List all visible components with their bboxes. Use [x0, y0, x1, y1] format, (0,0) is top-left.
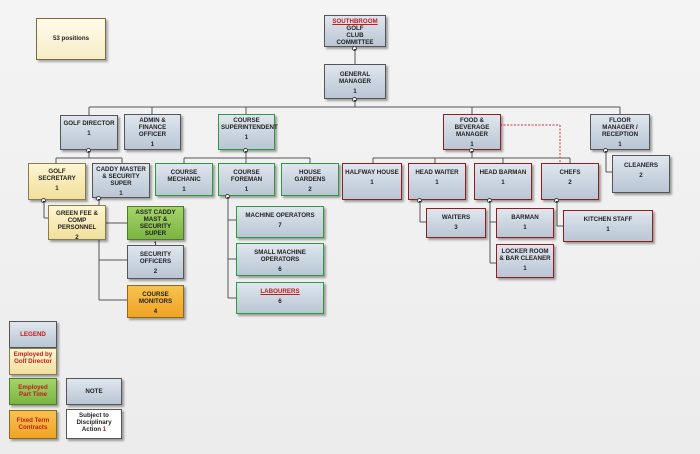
positions-count-label: 53 positions: [52, 35, 90, 42]
legend-part-time: Employed Part Time: [9, 378, 57, 405]
course-super-collapse-icon[interactable]: [243, 148, 248, 153]
head-barman-box: HEAD BARMAN 1: [474, 163, 532, 200]
course-superintendent-box: COURSE SUPERINTENDENT 1: [218, 114, 278, 150]
machine-operators-box: MACHINE OPERATORS 7: [236, 206, 324, 238]
committee-line2: CLUB: [346, 32, 364, 40]
course-mechanic-box: COURSE MECHANIC 1: [155, 163, 213, 196]
asst-caddy-box: ASST CADDY MAST & SECURITY SUPER 1: [127, 206, 184, 248]
committee-line1: SOUTHBROOM: [332, 18, 378, 25]
committee-line3: COMMITTEE: [336, 39, 374, 47]
green-fee-box: GREEN FEE & COMP PERSONNEL 2: [48, 205, 106, 241]
head-barman-collapse-icon[interactable]: [487, 198, 492, 203]
caddy-collapse-icon[interactable]: [96, 196, 101, 201]
small-machine-operators-box: SMALL MACHINE OPERATORS 6: [236, 243, 324, 276]
waiters-box: WAITERS 3: [426, 208, 486, 238]
positions-count-box: 53 positions: [36, 18, 106, 60]
golf-director-box: GOLF DIRECTOR 1: [60, 115, 118, 150]
legend-golf-director: Employed by Golf Director: [9, 348, 57, 375]
cleaners-box: CLEANERS 2: [612, 155, 670, 193]
chefs-collapse-icon[interactable]: [554, 198, 559, 203]
general-manager-box: GENERAL MANAGER 1: [324, 64, 386, 99]
foreman-collapse-icon[interactable]: [225, 194, 230, 199]
caddy-master-box: CADDY MASTER & SECURITY SUPER 1: [92, 163, 150, 198]
chefs-box: CHEFS 2: [541, 163, 599, 200]
legend-box: LEGEND: [9, 321, 57, 348]
floor-manager-box: FLOOR MANAGER / RECEPTION 1: [590, 114, 650, 150]
labourers-box: LABOURERS 6: [236, 282, 324, 314]
head-waiter-box: HEAD WAITER 1: [408, 163, 466, 200]
admin-finance-box: ADMIN & FINANCE OFFICER 1: [124, 114, 181, 150]
legend-fixed-term: Fixed Term Contracts: [9, 410, 57, 439]
course-monitors-box: COURSE MONITORS 4: [127, 285, 184, 318]
head-waiter-collapse-icon[interactable]: [417, 198, 422, 203]
golf-director-collapse-icon[interactable]: [86, 148, 91, 153]
fnb-collapse-icon[interactable]: [469, 148, 474, 153]
halfway-house-box: HALFWAY HOUSE 1: [342, 163, 402, 200]
floor-collapse-icon[interactable]: [603, 148, 608, 153]
gm-title: GENERAL MANAGER: [339, 71, 371, 86]
house-gardens-box: HOUSE GARDENS 2: [281, 163, 339, 196]
legend-note: NOTE: [66, 378, 122, 405]
golf-sec-collapse-icon[interactable]: [41, 198, 46, 203]
golf-secretary-box: GOLF SECRETARY 1: [28, 163, 86, 200]
committee-box: SOUTHBROOM GOLF CLUB COMMITTEE: [324, 15, 386, 47]
security-officers-box: SECURITY OFFICERS 2: [127, 245, 184, 279]
legend-disciplinary: Subject to Disciplinary Action 1: [66, 409, 122, 439]
committee-collapse-icon[interactable]: [352, 46, 357, 51]
food-beverage-manager-box: FOOD & BEVERAGE MANAGER 1: [443, 114, 501, 150]
barman-box: BARMAN 1: [496, 208, 554, 238]
course-foreman-box: COURSE FOREMAN 1: [218, 163, 275, 196]
gm-count: 1: [353, 88, 357, 96]
locker-room-box: LOCKER ROOM & BAR CLEANER 1: [496, 244, 554, 278]
gm-collapse-icon[interactable]: [352, 97, 357, 102]
kitchen-staff-box: KITCHEN STAFF 1: [563, 210, 653, 242]
